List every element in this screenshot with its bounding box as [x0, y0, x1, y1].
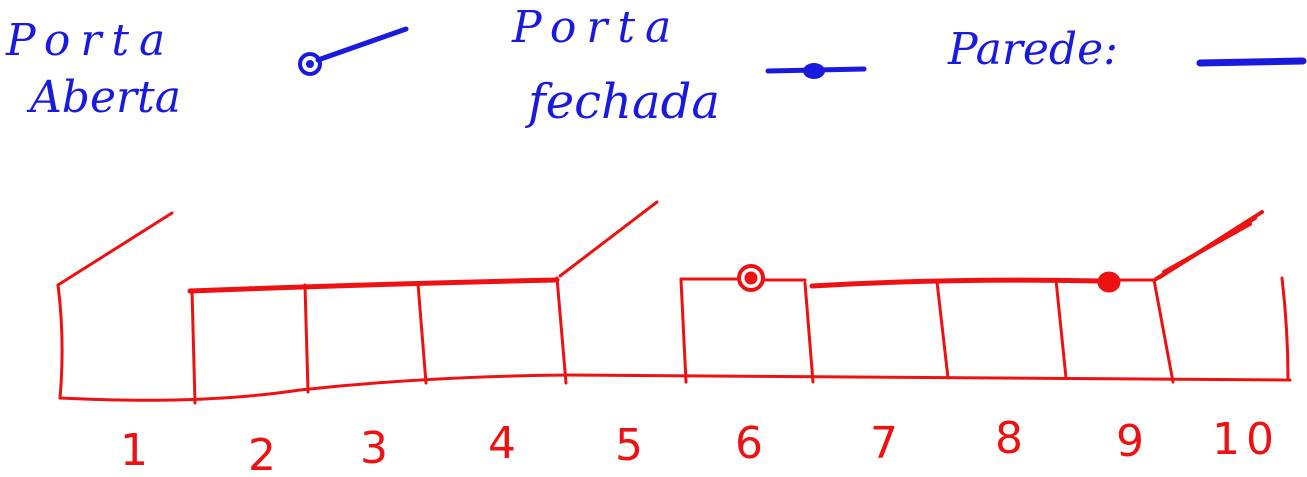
- open-door-5: [558, 200, 659, 278]
- room-number-2: 2: [248, 430, 276, 477]
- room-number-9: 9: [1116, 416, 1144, 467]
- right-end-wall: [1280, 276, 1290, 382]
- wall-symbol: [1196, 57, 1307, 67]
- left-end-wall: [56, 283, 64, 400]
- room-number-4: 4: [488, 418, 516, 469]
- room-number-7: 7: [870, 418, 898, 469]
- partition-5: [679, 278, 688, 384]
- legend-closed-door-label-line1: Porta: [511, 2, 681, 53]
- legend: Porta Aberta Porta fechada Parede:: [5, 2, 1307, 130]
- room-number-5: 5: [615, 420, 643, 471]
- closed-door-6: [737, 264, 765, 292]
- open-door-1: [56, 211, 174, 287]
- rooms-sketch: [56, 200, 1292, 405]
- partition-9: [1152, 278, 1175, 384]
- legend-open-door-label-line2: Aberta: [26, 72, 181, 123]
- floor-line: [58, 373, 1292, 402]
- partition-1: [190, 288, 197, 405]
- legend-open-door-label-line1: Porta: [5, 15, 175, 66]
- closed-door-symbol: [765, 63, 867, 79]
- partition-4: [555, 276, 568, 385]
- top-wall-2-4: [187, 277, 560, 294]
- top-wall-7-9: [809, 277, 1103, 289]
- room-number-8: 8: [995, 413, 1023, 464]
- room-numbers: 1 2 3 4 5 6 7 8 9 10: [120, 413, 1280, 477]
- room-number-6: 6: [735, 418, 763, 469]
- room-number-3: 3: [360, 423, 388, 474]
- open-door-symbol: [298, 26, 409, 76]
- partition-6: [803, 281, 815, 384]
- room-number-10: 10: [1212, 414, 1280, 465]
- partition-3: [416, 282, 428, 385]
- partition-7: [935, 280, 950, 380]
- legend-wall-label: Parede:: [947, 24, 1118, 75]
- partition-2: [303, 283, 310, 394]
- room-number-1: 1: [120, 425, 148, 476]
- open-door-10: [1154, 210, 1264, 281]
- partition-8: [1054, 278, 1068, 380]
- legend-closed-door-label-line2: fechada: [525, 74, 720, 130]
- closed-door-9: [1097, 271, 1121, 293]
